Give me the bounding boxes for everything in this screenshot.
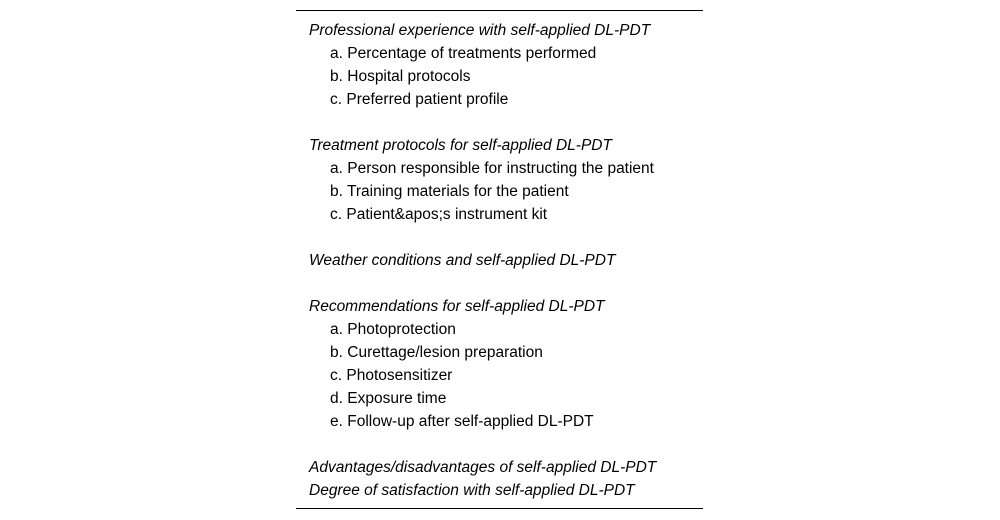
list-item: b. Curettage/lesion preparation xyxy=(299,341,703,364)
list-item: a. Person responsible for instructing th… xyxy=(299,157,703,180)
list-item-marker: c. xyxy=(330,367,343,384)
list-item-label: Percentage of treatments performed xyxy=(347,45,597,62)
list-item-marker: c. xyxy=(330,206,343,223)
list-item: c. Photosensitizer xyxy=(299,364,703,387)
list-item-marker: c. xyxy=(330,91,343,108)
list-item-marker: a. xyxy=(330,160,343,177)
list-item-label: Person responsible for instructing the p… xyxy=(347,160,654,177)
list-item-marker: b. xyxy=(330,344,343,361)
outline-section: Recommendations for self-applied DL-PDT a… xyxy=(299,295,703,433)
list-item-label: Photosensitizer xyxy=(346,367,453,384)
outline-table-body: Professional experience with self-applie… xyxy=(296,11,703,508)
list-item: d. Exposure time xyxy=(299,387,703,410)
list-item-label: Exposure time xyxy=(347,390,447,407)
list-item: b. Hospital protocols xyxy=(299,65,703,88)
list-item-label: Hospital protocols xyxy=(347,68,471,85)
section-heading: Treatment protocols for self-applied DL-… xyxy=(309,137,612,154)
list-item: b. Training materials for the patient xyxy=(299,180,703,203)
list-item: c. Patient&apos;s instrument kit xyxy=(299,203,703,226)
list-item-label: Preferred patient profile xyxy=(346,91,509,108)
list-item-label: Curettage/lesion preparation xyxy=(347,344,543,361)
list-item-label: Patient&apos;s instrument kit xyxy=(346,206,548,223)
outline-section: Treatment protocols for self-applied DL-… xyxy=(299,134,703,226)
outline-section: Professional experience with self-applie… xyxy=(299,19,703,111)
list-item: e. Follow-up after self-applied DL-PDT xyxy=(299,410,703,433)
list-item-label: Training materials for the patient xyxy=(346,183,569,200)
list-item-marker: b. xyxy=(330,68,343,85)
list-item-label: Follow-up after self-applied DL-PDT xyxy=(347,413,594,430)
outline-table: Professional experience with self-applie… xyxy=(296,10,703,509)
list-item-marker: a. xyxy=(330,45,343,62)
section-heading: Recommendations for self-applied DL-PDT xyxy=(309,298,605,315)
list-item-marker: d. xyxy=(330,390,343,407)
outline-section: Degree of satisfaction with self-applied… xyxy=(299,479,703,502)
section-heading: Advantages/disadvantages of self-applied… xyxy=(309,459,657,476)
outline-section: Weather conditions and self-applied DL-P… xyxy=(299,249,703,272)
list-item-label: Photoprotection xyxy=(347,321,456,338)
list-item-marker: a. xyxy=(330,321,343,338)
section-heading: Professional experience with self-applie… xyxy=(309,22,651,39)
list-item-marker: e. xyxy=(330,413,343,430)
outline-section: Advantages/disadvantages of self-applied… xyxy=(299,456,703,479)
section-heading: Degree of satisfaction with self-applied… xyxy=(309,482,635,499)
list-item: a. Percentage of treatments performed xyxy=(299,42,703,65)
list-item: c. Preferred patient profile xyxy=(299,88,703,111)
list-item: a. Photoprotection xyxy=(299,318,703,341)
section-heading: Weather conditions and self-applied DL-P… xyxy=(309,252,616,269)
list-item-marker: b. xyxy=(330,183,343,200)
section-sub-list: a. Person responsible for instructing th… xyxy=(299,157,703,226)
